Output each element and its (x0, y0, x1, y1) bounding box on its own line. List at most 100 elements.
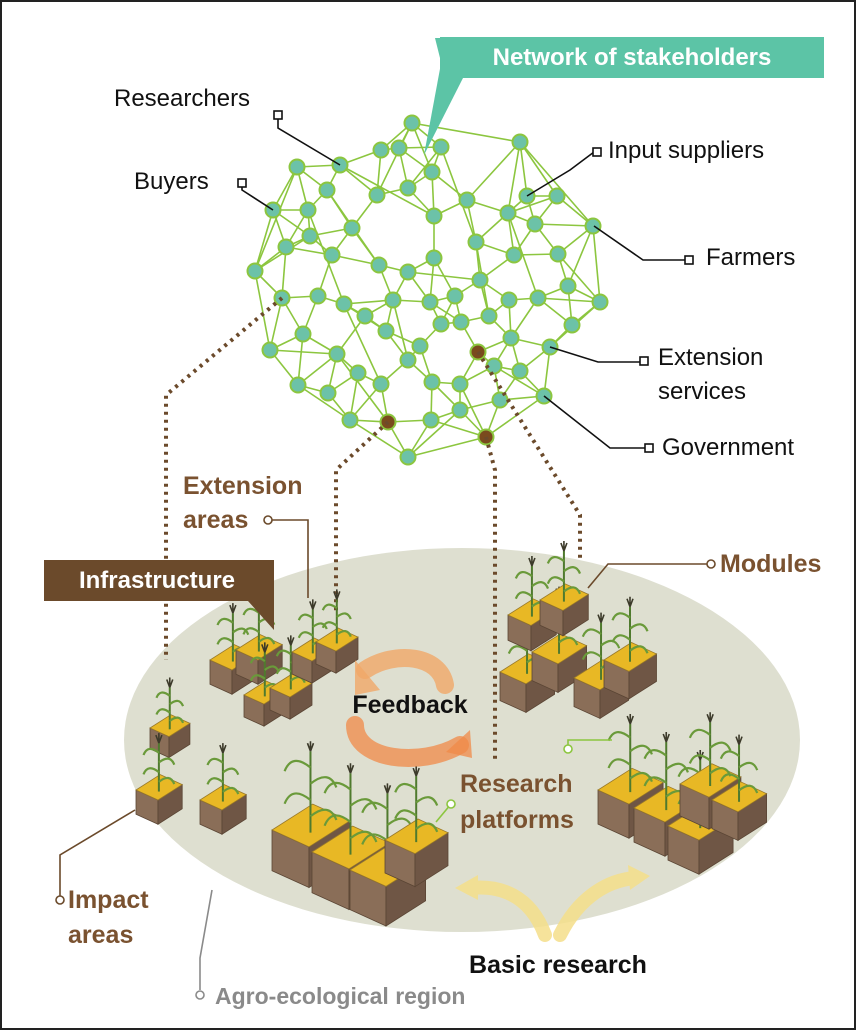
network-node (319, 384, 337, 402)
soil-block (315, 589, 359, 674)
network-node (529, 289, 547, 307)
network-node (422, 411, 440, 429)
network-node (399, 351, 417, 369)
network-node (432, 138, 450, 156)
label-feedback: Feedback (352, 691, 467, 719)
label-impact-areas-1: Impact (68, 886, 149, 914)
network-node (446, 287, 464, 305)
network-edge (592, 225, 601, 303)
network-node (261, 341, 279, 359)
network-node (399, 179, 417, 197)
network-node (399, 448, 417, 466)
network-node (370, 256, 388, 274)
network-node (294, 325, 312, 343)
network-node (341, 411, 359, 429)
network-node (372, 141, 390, 159)
label-modules: Modules (720, 550, 821, 578)
network-node (471, 271, 489, 289)
network-edge (507, 141, 521, 214)
label-farmers: Farmers (706, 244, 795, 271)
network-edge (376, 122, 413, 196)
network-node (591, 293, 609, 311)
network-node (511, 133, 529, 151)
label-extension-services-1: Extension (658, 344, 763, 371)
network-node (452, 313, 470, 331)
network-edge (349, 419, 409, 458)
network-edge (407, 409, 461, 458)
label-research-platforms-2: platforms (460, 806, 574, 834)
network-node (499, 204, 517, 222)
label-input-suppliers: Input suppliers (608, 137, 764, 164)
landscape-label-markers (55, 515, 716, 1000)
stakeholder-label-markers (237, 110, 694, 453)
network-edge (343, 303, 382, 385)
network-node (549, 245, 567, 263)
network-node (411, 337, 429, 355)
link-to-modules (476, 350, 582, 560)
network-node (559, 277, 577, 295)
network-edge (557, 253, 601, 303)
network-node (399, 263, 417, 281)
network-node (423, 373, 441, 391)
stakeholder-leader-lines (241, 117, 685, 449)
infrastructure-banner: Infrastructure (44, 560, 274, 630)
network-edge (519, 141, 528, 197)
network-node (467, 233, 485, 251)
network-node (368, 186, 386, 204)
network-node (390, 139, 408, 157)
network-edge (269, 349, 338, 355)
basic-research-arrows (455, 865, 650, 942)
soil-block (711, 734, 768, 842)
network-node (458, 191, 476, 209)
network-edge (336, 353, 389, 423)
network-node (328, 345, 346, 363)
network-node (526, 215, 544, 233)
link-to-impact-areas (164, 296, 284, 660)
network-node (343, 219, 361, 237)
network-edge (519, 141, 558, 197)
label-agro-ecological-region: Agro-ecological region (215, 983, 465, 1009)
network-nodes (246, 114, 609, 466)
network-node (425, 249, 443, 267)
network-node (502, 329, 520, 347)
network-node (349, 364, 367, 382)
network-node (323, 246, 341, 264)
network-edge (339, 164, 435, 217)
network-edge (519, 141, 594, 227)
network-node (309, 287, 327, 305)
network-edge (392, 299, 409, 361)
label-infrastructure: Infrastructure (79, 567, 235, 594)
network-edge (507, 195, 558, 214)
network-edge (407, 146, 442, 189)
network-node (288, 158, 306, 176)
network-edge (534, 223, 594, 227)
label-buyers: Buyers (134, 168, 209, 195)
network-banner: Network of stakeholders (424, 37, 824, 155)
network-edge (507, 212, 539, 299)
network-node (246, 262, 264, 280)
label-extension-areas-2: areas (183, 506, 248, 534)
network-node (372, 375, 390, 393)
soil-block (384, 766, 449, 888)
network-edge (407, 271, 481, 281)
network-edge (254, 209, 274, 272)
network-edge (485, 395, 545, 438)
network-edge (493, 365, 545, 397)
network-edge (407, 436, 487, 458)
network-edge (281, 246, 287, 299)
label-researchers: Researchers (114, 85, 250, 112)
label-government: Government (662, 434, 794, 461)
network-node (505, 246, 523, 264)
network-node (301, 227, 319, 245)
label-research-platforms-1: Research (460, 770, 573, 798)
network-edge (254, 270, 271, 351)
soil-block (135, 733, 184, 825)
network-node (423, 163, 441, 181)
network-node (289, 376, 307, 394)
field-plots (135, 541, 768, 927)
network-node (335, 295, 353, 313)
label-extension-services-2: services (658, 378, 746, 405)
network-node (480, 307, 498, 325)
